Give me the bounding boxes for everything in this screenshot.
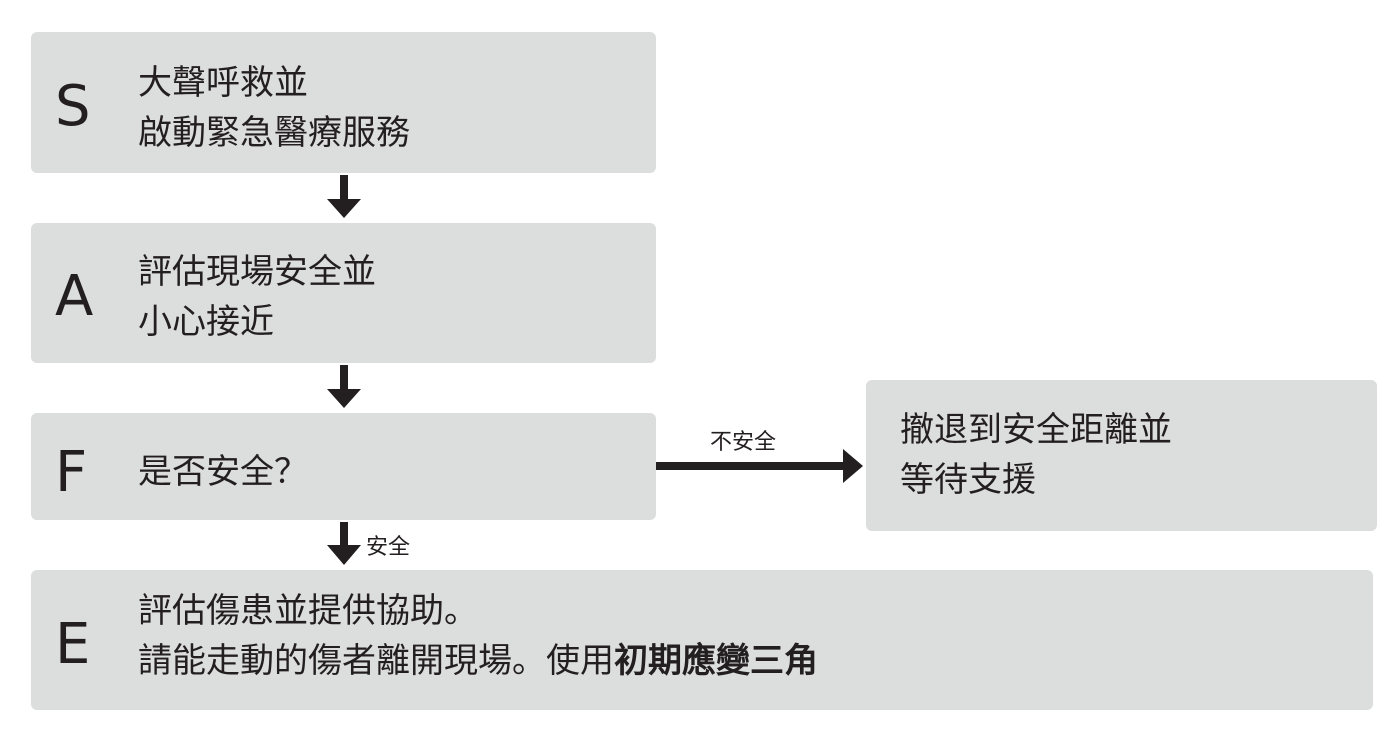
step-s-line2: 啟動緊急醫療服務 (138, 113, 410, 153)
step-s-letter: S (55, 74, 91, 139)
edge-label-unsafe: 不安全 (710, 430, 777, 455)
step-f-box: F 是否安全？ (31, 413, 656, 520)
unsafe-action-text: 撤退到安全距離並 等待支援 (900, 405, 1172, 505)
step-e-letter: E (55, 612, 91, 677)
step-a-text: 評估現場安全並 小心接近 (138, 247, 376, 347)
step-a-line2: 小心接近 (138, 302, 274, 342)
arrow-f-to-e (327, 522, 361, 565)
step-e-text: 評估傷患並提供協助。 請能走動的傷者離開現場。使用初期應變三角 (138, 586, 818, 686)
step-f-letter: F (55, 440, 88, 505)
step-f-line1: 是否安全？ (138, 452, 308, 492)
step-a-box: A 評估現場安全並 小心接近 (31, 223, 656, 363)
step-s-text: 大聲呼救並 啟動緊急醫療服務 (138, 58, 410, 158)
step-e-line2-prefix: 請能走動的傷者離開現場。使用 (138, 641, 614, 681)
arrow-f-to-unsafe (656, 449, 863, 483)
step-s-line1: 大聲呼救並 (138, 63, 308, 103)
step-e-line2: 請能走動的傷者離開現場。使用初期應變三角 (138, 636, 818, 686)
unsafe-action-line1: 撤退到安全距離並 (900, 410, 1172, 450)
step-a-letter: A (55, 264, 94, 329)
step-e-line2-emphasis: 初期應變三角 (614, 641, 818, 681)
step-e-box: E 評估傷患並提供協助。 請能走動的傷者離開現場。使用初期應變三角 (31, 570, 1373, 710)
arrow-s-to-a (327, 175, 361, 218)
edge-label-safe: 安全 (366, 535, 411, 560)
unsafe-action-line2: 等待支援 (900, 460, 1036, 500)
arrow-a-to-f (327, 365, 361, 408)
step-f-text: 是否安全？ (138, 447, 308, 497)
step-e-line1: 評估傷患並提供協助。 (138, 591, 478, 631)
unsafe-action-box: 撤退到安全距離並 等待支援 (866, 380, 1377, 531)
step-a-line1: 評估現場安全並 (138, 252, 376, 292)
step-s-box: S 大聲呼救並 啟動緊急醫療服務 (31, 32, 656, 173)
